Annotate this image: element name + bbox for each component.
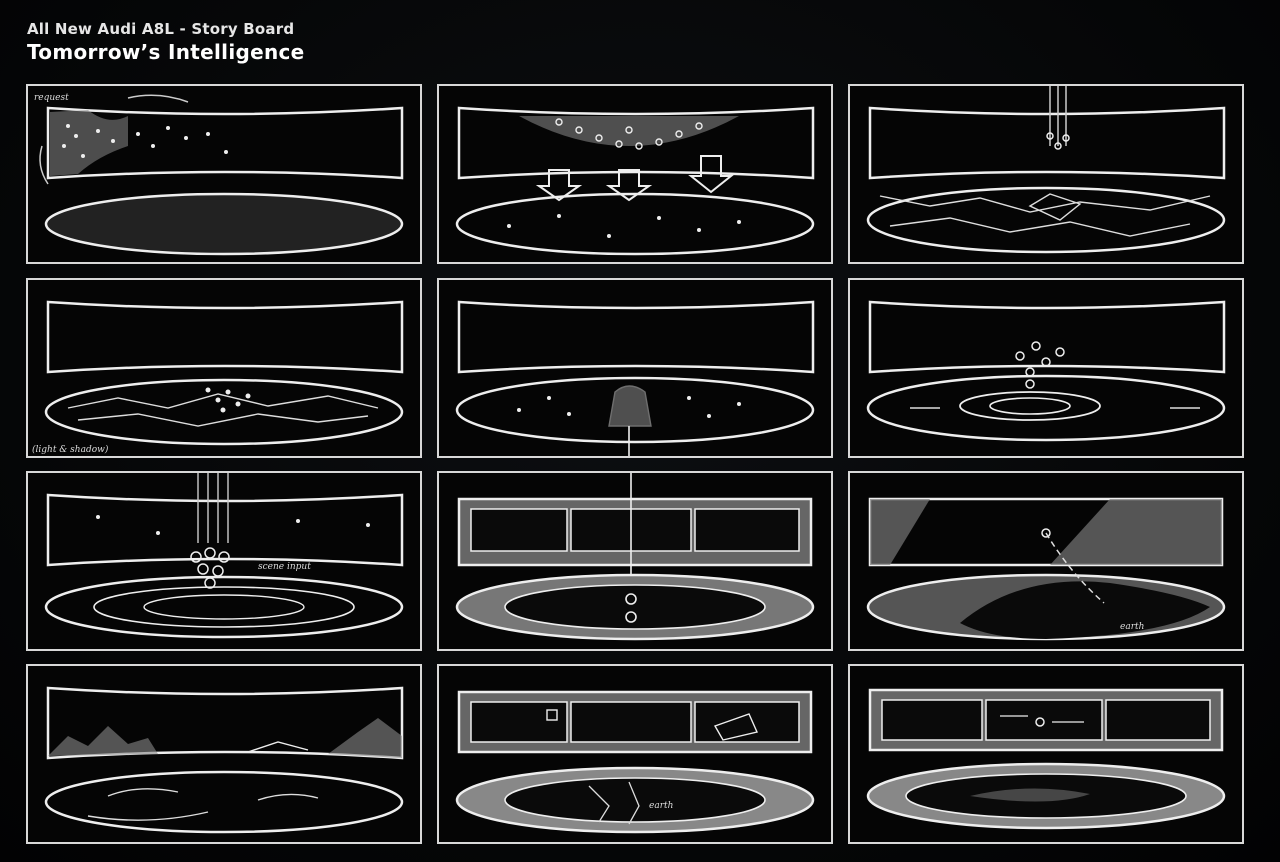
panel-9-note: earth	[1120, 622, 1144, 632]
panel-4-note: (light & shadow)	[32, 444, 109, 455]
panel-2-sketch	[455, 106, 815, 256]
header: All New Audi A8L - Story Board Tomorrow’…	[27, 20, 305, 65]
storyboard-panel-6	[848, 278, 1244, 458]
panel-9-sketch: earth	[866, 497, 1226, 641]
storyboard-panel-7: scene input	[26, 471, 422, 651]
storyboard-panel-12	[848, 664, 1244, 844]
panel-5-sketch	[455, 300, 815, 456]
panel-7-note: scene input	[258, 562, 311, 572]
panel-12-sketch	[866, 688, 1226, 830]
panel-8-sketch	[455, 473, 815, 641]
storyboard-panel-2	[437, 84, 833, 264]
storyboard-title: Tomorrow’s Intelligence	[27, 40, 305, 64]
storyboard-subtitle: All New Audi A8L - Story Board	[27, 20, 295, 38]
panel-11-note: earth	[649, 801, 673, 811]
panel-7-sketch: scene input	[44, 473, 404, 639]
storyboard-panel-8	[437, 471, 833, 651]
panel-4-sketch: (light & shadow)	[32, 300, 404, 455]
storyboard-panel-10	[26, 664, 422, 844]
storyboard-panel-4: (light & shadow)	[26, 278, 422, 458]
panel-3-sketch	[866, 86, 1226, 254]
panel-11-sketch: earth	[455, 690, 815, 834]
panel-10-sketch	[44, 686, 404, 834]
panel-1-note: request	[34, 93, 69, 103]
storyboard-panel-11: earth	[437, 664, 833, 844]
storyboard-panel-5	[437, 278, 833, 458]
panel-1-sketch: request	[34, 93, 404, 256]
storyboard-panel-3	[848, 84, 1244, 264]
storyboard-panel-9: earth	[848, 471, 1244, 651]
panel-6-sketch	[866, 300, 1226, 442]
storyboard-panel-1: request	[26, 84, 422, 264]
